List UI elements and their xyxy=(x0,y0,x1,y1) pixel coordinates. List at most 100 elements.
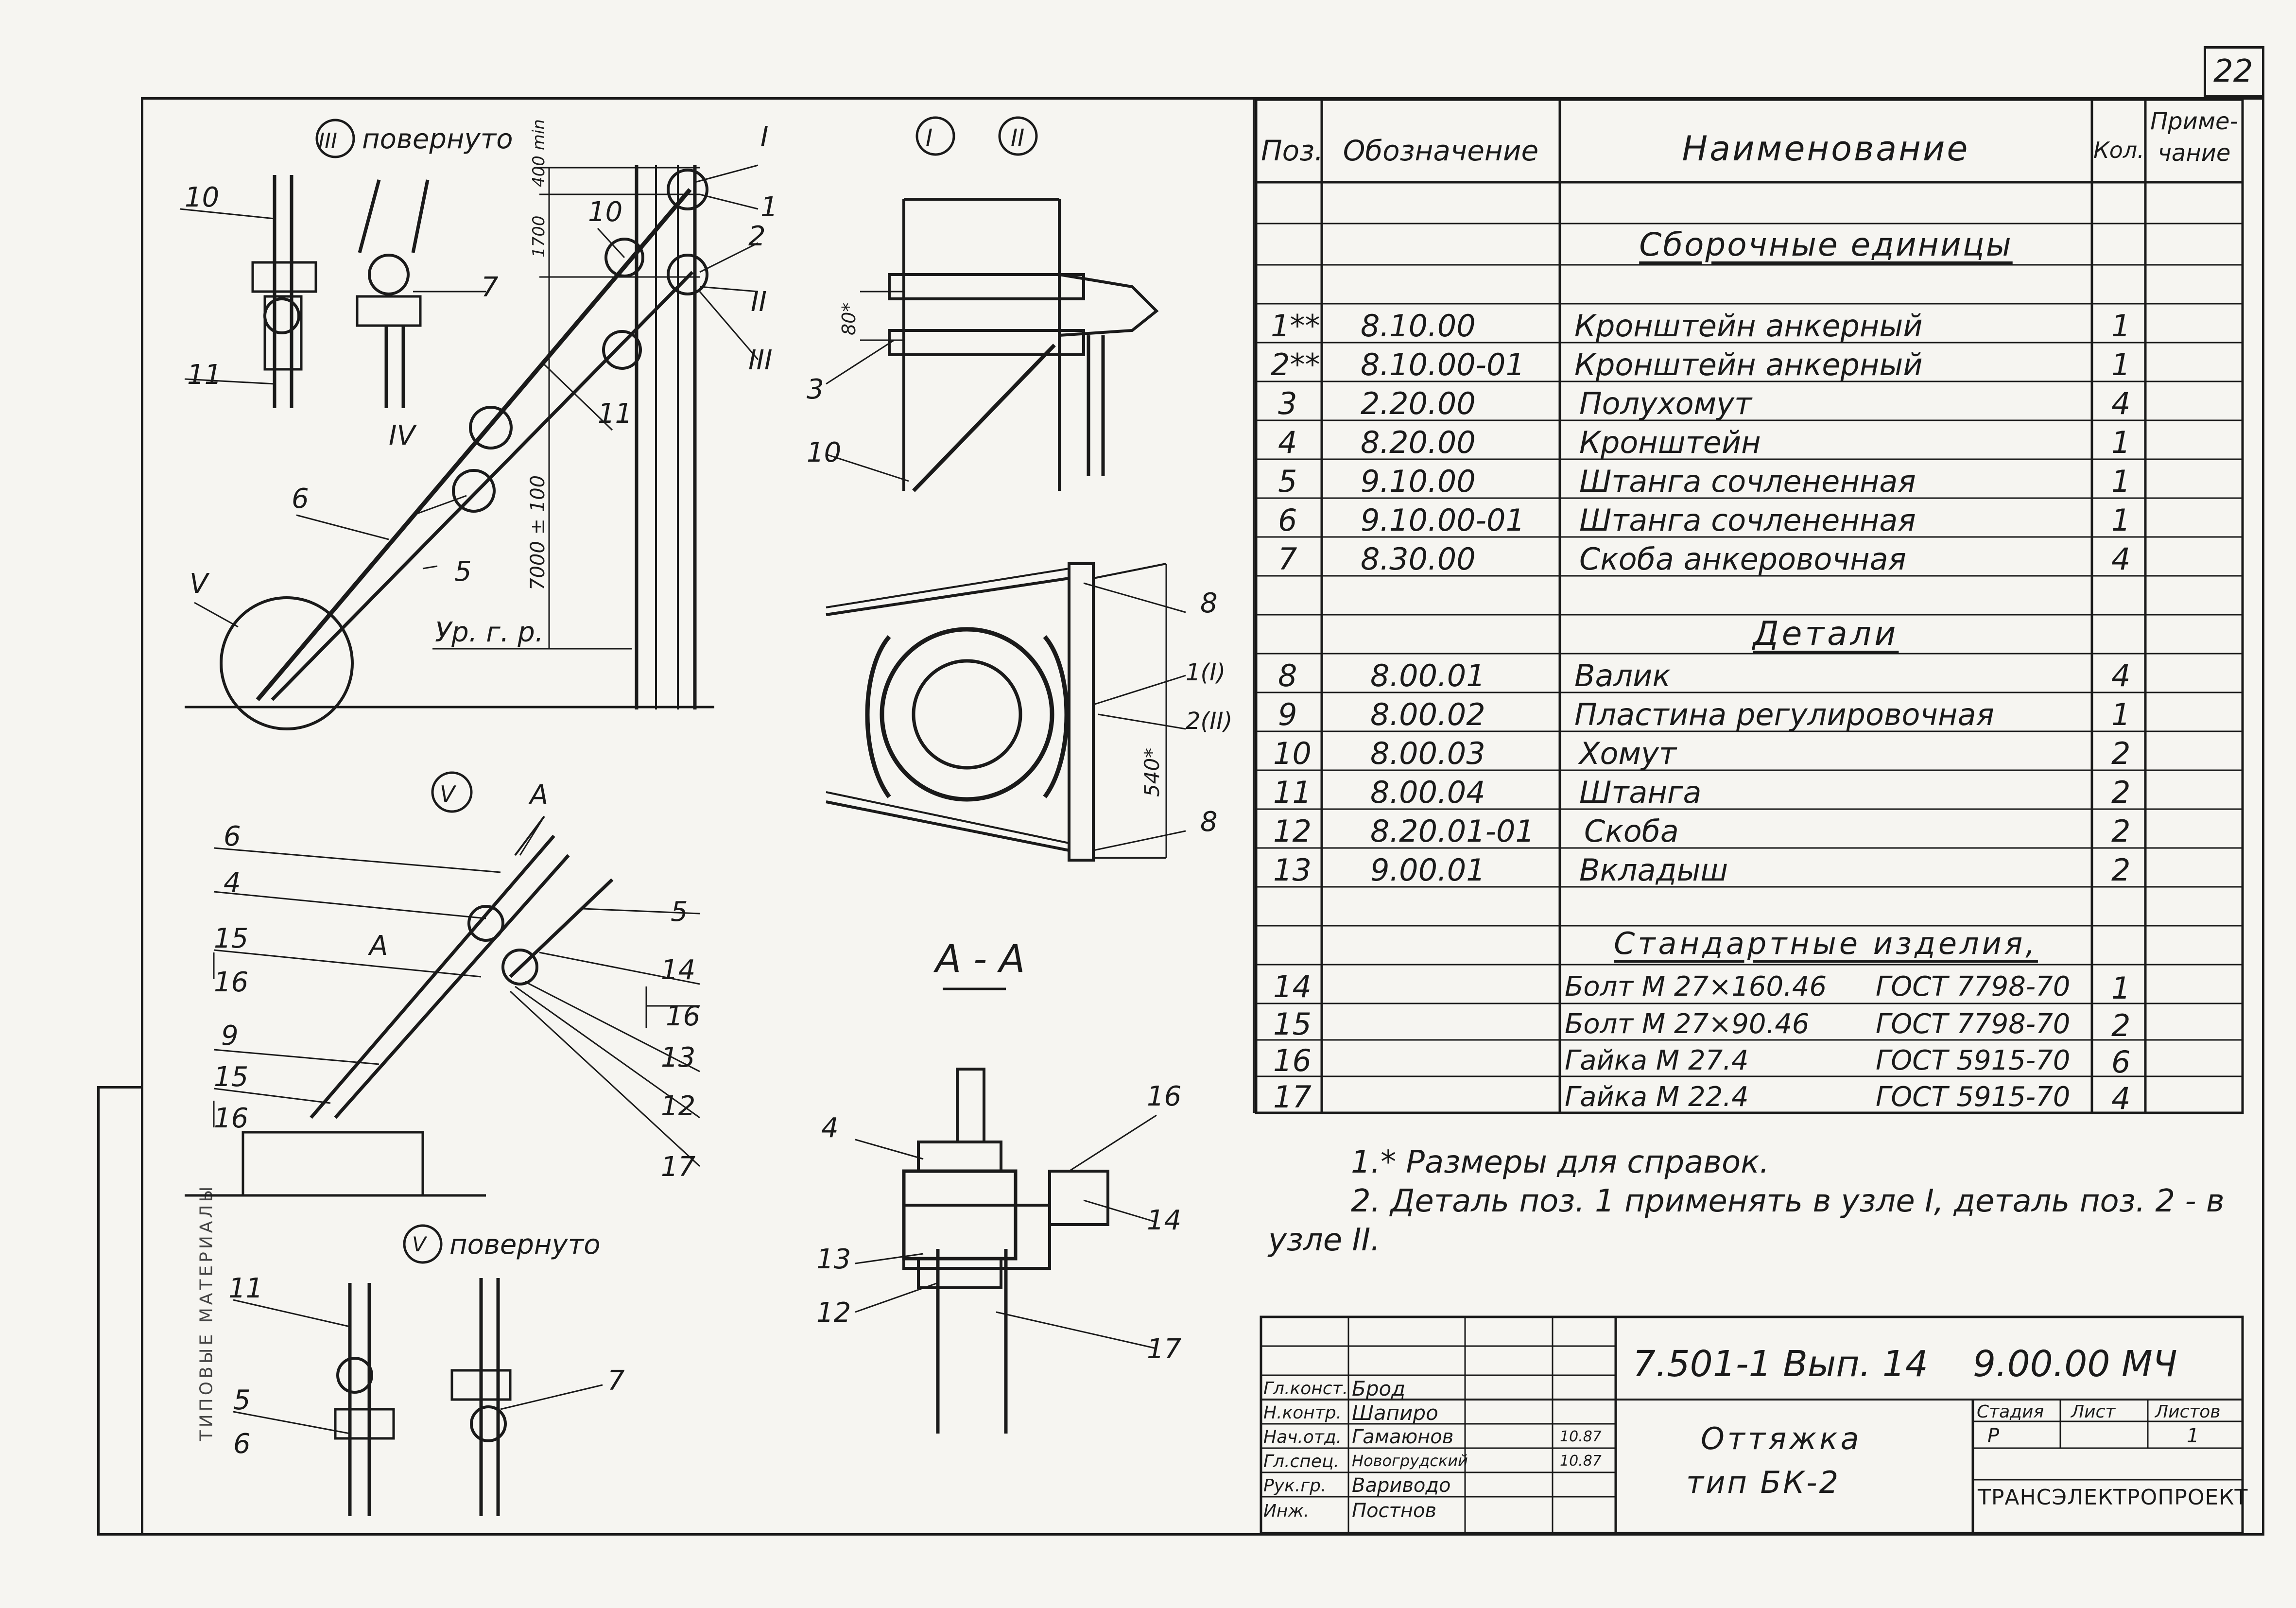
title-rotated-III: повернуто xyxy=(362,123,513,155)
row-name: Валик xyxy=(1574,658,1671,693)
row-pos: 9 xyxy=(1278,697,1297,732)
label-5: 5 xyxy=(454,556,472,588)
row-qty: 1 xyxy=(2111,697,2131,732)
label-II: II xyxy=(751,286,767,318)
row-pos: 6 xyxy=(1278,502,1297,538)
stage-header: Стадия xyxy=(1977,1402,2044,1422)
label-1-I: 1(I) xyxy=(1186,659,1226,686)
row-std: ГОСТ 5915-70 xyxy=(1876,1045,2071,1076)
rotated-V-title: повернуто xyxy=(449,1229,601,1261)
r-label-5: 5 xyxy=(233,1384,251,1416)
row-name: Штанга сочлененная xyxy=(1579,502,1916,538)
hdr-pos: Поз. xyxy=(1261,134,1324,167)
dim-540: 540* xyxy=(1140,748,1164,797)
row-pos: 16 xyxy=(1273,1043,1312,1078)
row-pos: 15 xyxy=(1273,1006,1312,1042)
row-qty: 1 xyxy=(2111,970,2131,1006)
sig-role: Нач.отд. xyxy=(1263,1427,1342,1447)
sheets-header: Листов xyxy=(2155,1402,2221,1422)
label-10b: 10 xyxy=(588,196,622,228)
node-I-title: I xyxy=(926,124,932,152)
v-label-5: 5 xyxy=(671,896,688,928)
row-pos: 8 xyxy=(1278,658,1297,693)
row-pos: 5 xyxy=(1278,464,1297,499)
row-name: Скоба анкеровочная xyxy=(1579,541,1906,577)
row-qty: 4 xyxy=(2111,386,2131,421)
row-pos: 10 xyxy=(1273,736,1312,771)
doc-title-1: Оттяжка xyxy=(1701,1421,1862,1456)
row-name: Скоба xyxy=(1584,813,1679,849)
sig-role: Н.контр. xyxy=(1263,1403,1342,1423)
row-designation: 2.20.00 xyxy=(1361,386,1476,421)
row-std: ГОСТ 7798-70 xyxy=(1876,1008,2071,1040)
row-name: Болт М 27×160.46 xyxy=(1565,971,1827,1003)
sig-name: Новогрудский xyxy=(1352,1452,1468,1470)
aa-label-14: 14 xyxy=(1147,1205,1181,1236)
section-arrow-A1: А xyxy=(528,779,548,811)
row-qty: 6 xyxy=(2111,1044,2131,1080)
section-assembly: Сборочные единицы xyxy=(1639,226,2013,263)
organization: ТРАНСЭЛЕКТРОПРОЕКТ xyxy=(1978,1485,2248,1510)
row-pos: 1** xyxy=(1271,308,1320,344)
row-name: Кронштейн анкерный xyxy=(1574,308,1923,344)
label-III-circle: III xyxy=(318,129,337,154)
r-label-6: 6 xyxy=(233,1428,251,1460)
row-qty: 4 xyxy=(2111,1081,2131,1116)
spec-table-grid xyxy=(1255,98,2244,1114)
row-designation: 8.00.03 xyxy=(1370,736,1485,771)
dim-7000: 7000 ± 100 xyxy=(527,475,549,590)
row-qty: 4 xyxy=(2111,541,2131,577)
sig-name: Вариводо xyxy=(1352,1474,1451,1497)
aa-label-4: 4 xyxy=(821,1112,839,1144)
sheet-header: Лист xyxy=(2071,1402,2116,1422)
row-qty: 2 xyxy=(2111,1008,2131,1043)
sig-role: Инж. xyxy=(1263,1501,1310,1521)
row-designation: 8.20.00 xyxy=(1361,425,1476,460)
aa-label-13: 13 xyxy=(816,1244,851,1275)
sig-name: Гамаюнов xyxy=(1352,1426,1454,1448)
v-label-16a: 16 xyxy=(214,967,248,998)
row-designation: 8.00.01 xyxy=(1370,658,1485,693)
hdr-name: Наименование xyxy=(1682,129,1970,169)
row-designation: 8.20.01-01 xyxy=(1370,813,1535,849)
row-qty: 2 xyxy=(2111,736,2131,771)
v-label-13: 13 xyxy=(661,1042,695,1073)
row-name: Вкладыш xyxy=(1579,852,1728,888)
row-pos: 12 xyxy=(1273,813,1312,849)
row-pos: 3 xyxy=(1278,386,1297,421)
section-parts: Детали xyxy=(1753,615,1899,653)
row-designation: 8.10.00-01 xyxy=(1361,347,1525,382)
label-11b: 11 xyxy=(598,398,632,430)
row-qty: 2 xyxy=(2111,852,2131,888)
r-label-11: 11 xyxy=(228,1273,263,1304)
v-label-15b: 15 xyxy=(214,1061,248,1093)
v-label-9: 9 xyxy=(221,1020,239,1052)
row-qty: 1 xyxy=(2111,347,2131,382)
label-10c: 10 xyxy=(807,437,841,468)
doc-code: 7.501-1 Вып. 14 xyxy=(1633,1343,1928,1385)
sig-role: Гл.конст. xyxy=(1263,1379,1348,1399)
label-11: 11 xyxy=(187,359,222,391)
dim-80: 80* xyxy=(838,303,860,335)
v-label-16c: 16 xyxy=(666,1001,700,1032)
title-block-grid xyxy=(1260,1315,2244,1535)
label-10: 10 xyxy=(185,182,219,213)
section-AA-title: А - А xyxy=(933,937,1025,981)
sig-date: 10.87 xyxy=(1560,1452,1602,1470)
label-IV: IV xyxy=(389,420,417,451)
ground-level-label: Ур. г. р. xyxy=(435,617,544,648)
row-qty: 1 xyxy=(2111,464,2131,499)
v-label-14: 14 xyxy=(661,954,695,986)
row-name: Пластина регулировочная xyxy=(1574,697,1994,732)
doc-title-2: тип БК-2 xyxy=(1686,1465,1841,1500)
row-pos: 11 xyxy=(1273,775,1312,810)
stage-value: Р xyxy=(1987,1425,2000,1447)
note-1: 1.* Размеры для справок. xyxy=(1351,1144,1770,1180)
row-designation: 9.00.01 xyxy=(1370,852,1485,888)
row-name: Гайка М 22.4 xyxy=(1565,1081,1749,1113)
sheets-value: 1 xyxy=(2187,1425,2199,1447)
v-label-17: 17 xyxy=(661,1151,696,1183)
row-designation: 9.10.00-01 xyxy=(1361,502,1525,538)
drawing-frame xyxy=(141,97,2264,1536)
